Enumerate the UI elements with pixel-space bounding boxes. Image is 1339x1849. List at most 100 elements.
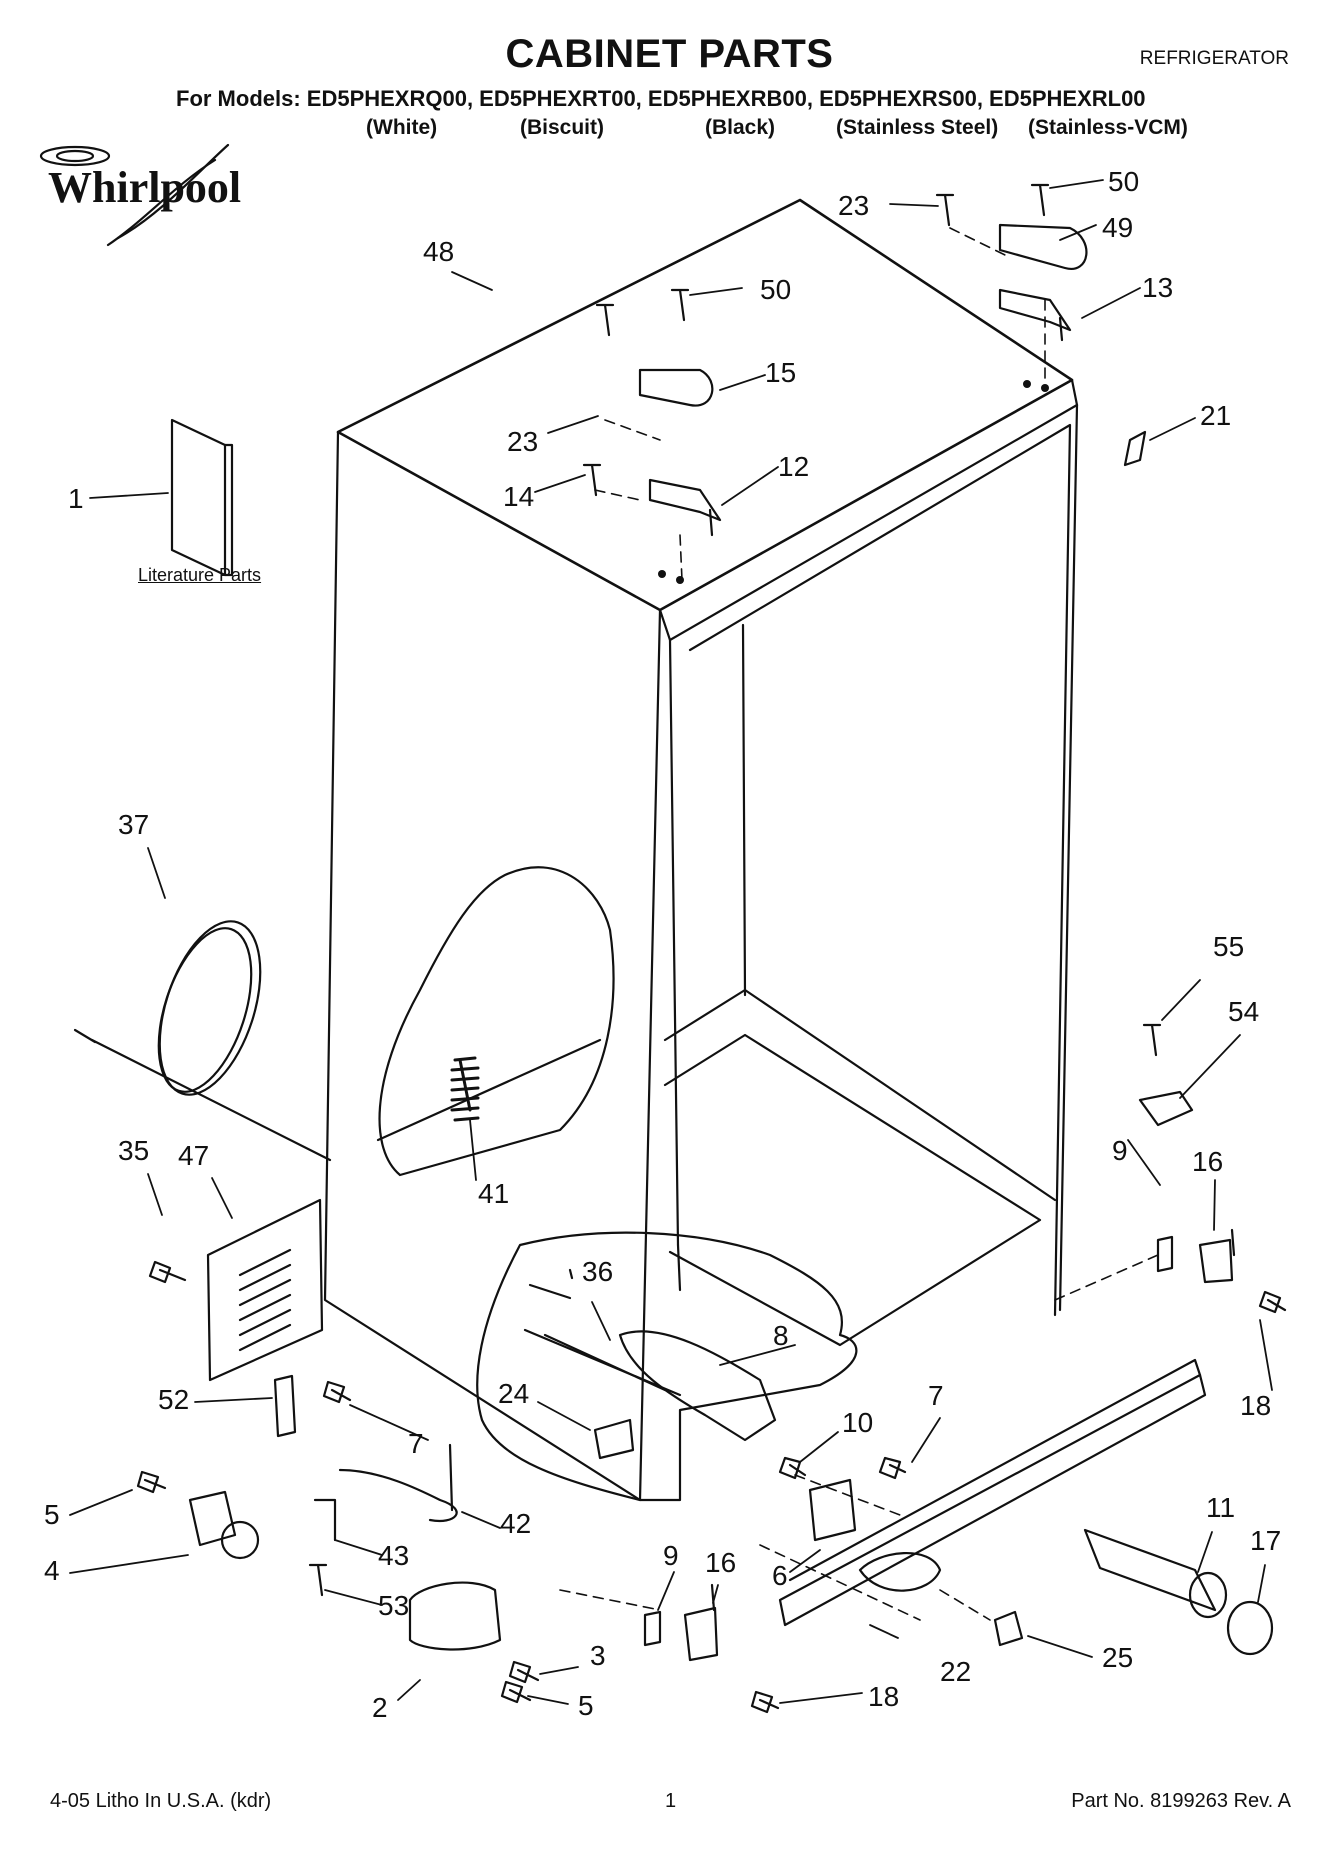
part-23-screw-a (595, 303, 615, 337)
cutaway-panel-bottom (476, 1231, 858, 1502)
callout-5-bottom: 5 (578, 1690, 594, 1721)
callout-7-left: 7 (408, 1428, 424, 1459)
part-43-clamp (313, 1498, 337, 1542)
part-53-screw (308, 1563, 328, 1597)
callout-5-left: 5 (44, 1499, 60, 1530)
callout-17: 17 (1250, 1525, 1282, 1556)
part-9-shim-left (643, 1610, 662, 1647)
part-2-leveler (408, 1581, 502, 1651)
callout-36: 36 (582, 1256, 614, 1287)
callout-8: 8 (773, 1320, 789, 1351)
literature-parts-label: Literature Parts (138, 565, 262, 585)
page-title: CABINET PARTS (505, 32, 834, 76)
callout-22: 22 (940, 1656, 972, 1687)
part-1-literature-booklet (170, 418, 234, 577)
part-17-filter-cap (1226, 1600, 1274, 1656)
callout-14: 14 (503, 481, 535, 512)
part-50-screw-a (670, 288, 690, 322)
callout-11: 11 (1206, 1492, 1236, 1523)
part-3-screw (508, 1660, 540, 1684)
variant-stainless-steel: (Stainless Steel) (836, 116, 999, 139)
callout-23-center: 23 (507, 426, 539, 457)
part-18-screw-left (750, 1690, 780, 1714)
part-16-hinge-right (1198, 1228, 1236, 1284)
callout-41: 41 (478, 1178, 510, 1209)
part-36-rod (543, 1268, 667, 1392)
part-55-screw (1142, 1023, 1162, 1057)
callout-6: 6 (772, 1560, 788, 1591)
screw-holes (658, 380, 1049, 584)
part-47-rear-panel (206, 1198, 324, 1382)
callout-52: 52 (158, 1384, 190, 1415)
models-line: For Models: ED5PHEXRQ00, ED5PHEXRT00, ED… (176, 86, 1146, 111)
callout-9-left: 9 (663, 1540, 679, 1571)
callout-leaders (69, 179, 1273, 1705)
part-23-screw-b (935, 193, 955, 227)
callout-10: 10 (842, 1407, 874, 1438)
part-24-clip (593, 1418, 635, 1460)
part-21-clip (1123, 430, 1147, 467)
callout-16-left: 16 (705, 1547, 737, 1578)
cabinet-body (323, 198, 1079, 1502)
callout-12: 12 (778, 451, 810, 482)
part-number: Part No. 8199263 Rev. A (1071, 1790, 1291, 1812)
part-52-bracket (273, 1374, 297, 1438)
callout-23-top-right: 23 (838, 190, 870, 221)
callout-35: 35 (118, 1135, 150, 1166)
part-9-shim-right (1156, 1235, 1174, 1273)
part-35-screw (148, 1260, 187, 1284)
callout-55: 55 (1213, 931, 1245, 962)
callout-1: 1 (68, 483, 84, 514)
alignment-lines (559, 227, 1159, 1621)
callout-2: 2 (372, 1692, 388, 1723)
whirlpool-logo: Whirlpool (48, 163, 242, 212)
part-12-top-hinge (648, 478, 722, 537)
callout-53: 53 (378, 1590, 410, 1621)
part-11-water-filter (1083, 1528, 1228, 1619)
part-41-spring (450, 1056, 480, 1122)
callout-43: 43 (378, 1540, 410, 1571)
callout-54: 54 (1228, 996, 1260, 1027)
part-15-hinge-cover (638, 368, 714, 407)
variant-white: (White) (366, 116, 438, 139)
callout-21: 21 (1200, 400, 1232, 431)
variant-black: (Black) (705, 116, 776, 139)
part-25-bumper (993, 1610, 1024, 1647)
callout-16-right: 16 (1192, 1146, 1224, 1177)
part-54-bracket (1138, 1090, 1194, 1127)
part-13-top-hinge (998, 288, 1072, 342)
callout-18-right: 18 (1240, 1390, 1272, 1421)
part-7-screw-b (322, 1380, 352, 1404)
part-42-drain-hose (338, 1443, 458, 1523)
callout-7-right: 7 (928, 1380, 944, 1411)
part-4-roller (188, 1490, 260, 1560)
callout-37: 37 (118, 809, 150, 840)
part-37-water-line-coil (73, 920, 332, 1162)
callout-13: 13 (1142, 272, 1174, 303)
callout-18-bottom: 18 (868, 1681, 900, 1712)
callout-42: 42 (500, 1508, 532, 1539)
whirlpool-swoosh-icon (39, 143, 230, 247)
part-10-screw (778, 1456, 807, 1480)
part-49-hinge-cover (998, 223, 1088, 270)
callout-15: 15 (765, 357, 797, 388)
variant-biscuit: (Biscuit) (520, 116, 604, 139)
callout-50-center: 50 (760, 274, 792, 305)
callout-3: 3 (590, 1640, 606, 1671)
variant-stainless-vcm: (Stainless-VCM) (1028, 116, 1188, 139)
cutaway-panel-left (376, 866, 615, 1177)
part-18-screw-right (1258, 1290, 1287, 1314)
part-7-screw-a (878, 1456, 907, 1480)
part-50-screw-b (1030, 183, 1050, 217)
callout-24: 24 (498, 1378, 530, 1409)
callout-48: 48 (423, 236, 455, 267)
callout-50-top-right: 50 (1108, 166, 1140, 197)
part-8-water-valve (618, 1330, 777, 1442)
callout-9-right: 9 (1112, 1135, 1128, 1166)
part-6-bracket (808, 1478, 857, 1542)
part-16-hinge-left (683, 1583, 719, 1662)
part-5-screw-a (136, 1470, 167, 1494)
print-info: 4-05 Litho In U.S.A. (kdr) (50, 1790, 272, 1812)
appliance-category: REFRIGERATOR (1139, 48, 1289, 69)
